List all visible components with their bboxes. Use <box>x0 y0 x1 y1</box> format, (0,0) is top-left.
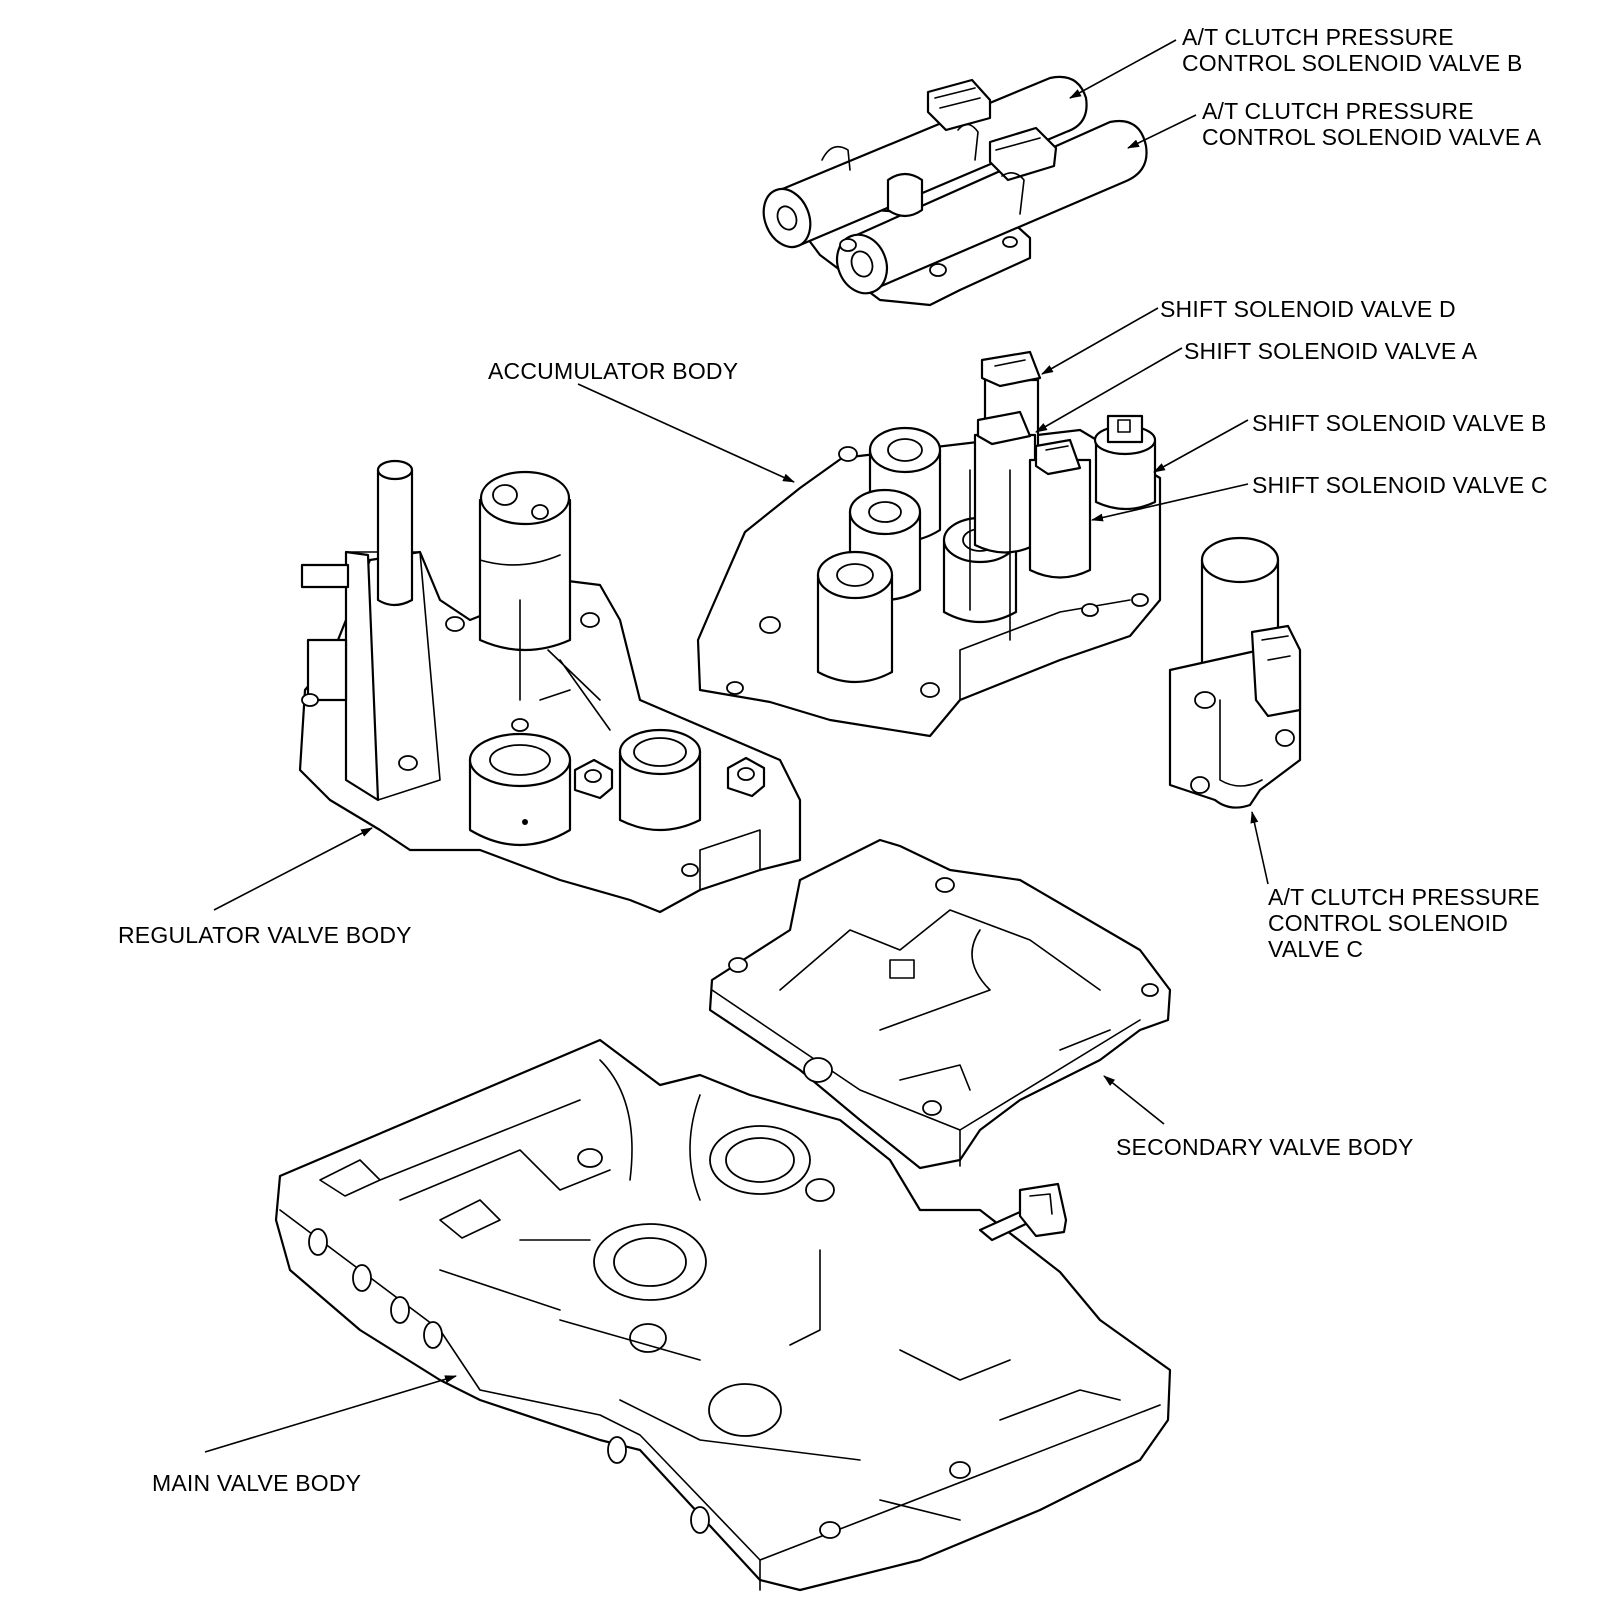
label-at-clutch-solenoid-a: A/T CLUTCH PRESSURE CONTROL SOLENOID VAL… <box>1202 98 1542 150</box>
leader-main-valve-body <box>204 1375 457 1453</box>
label-shift-solenoid-c: SHIFT SOLENOID VALVE C <box>1252 472 1548 498</box>
leader-accumulator-body <box>577 383 795 483</box>
label-at-clutch-solenoid-b: A/T CLUTCH PRESSURE CONTROL SOLENOID VAL… <box>1182 24 1523 76</box>
label-main-valve-body: MAIN VALVE BODY <box>152 1470 362 1496</box>
at-clutch-solenoid-a-b-assembly <box>762 75 1148 307</box>
label-shift-solenoid-b: SHIFT SOLENOID VALVE B <box>1252 410 1547 436</box>
leader-shift-d <box>1041 307 1159 375</box>
secondary-valve-body-part <box>708 838 1172 1170</box>
leader-secondary-valve-body <box>1103 1075 1165 1125</box>
label-secondary-valve-body: SECONDARY VALVE BODY <box>1116 1134 1414 1160</box>
leader-shift-a <box>1035 347 1183 433</box>
regulator-valve-body-part <box>298 459 802 914</box>
leader-at-clutch-a <box>1127 114 1197 149</box>
leader-at-clutch-b <box>1069 39 1177 99</box>
label-regulator-valve-body: REGULATOR VALVE BODY <box>118 922 412 948</box>
at-clutch-solenoid-c-part <box>1168 536 1302 809</box>
accumulator-body-part <box>696 350 1162 738</box>
leader-at-clutch-c <box>1250 811 1269 885</box>
leader-shift-b <box>1153 419 1249 473</box>
label-at-clutch-solenoid-c: A/T CLUTCH PRESSURE CONTROL SOLENOID VAL… <box>1268 884 1540 962</box>
label-accumulator-body: ACCUMULATOR BODY <box>488 358 739 384</box>
label-shift-solenoid-d: SHIFT SOLENOID VALVE D <box>1160 296 1456 322</box>
label-shift-solenoid-a: SHIFT SOLENOID VALVE A <box>1184 338 1478 364</box>
leader-shift-c <box>1091 483 1249 522</box>
leader-regulator-valve-body <box>213 827 373 911</box>
leader-lines <box>204 39 1269 1453</box>
main-valve-body-part <box>274 1038 1172 1592</box>
